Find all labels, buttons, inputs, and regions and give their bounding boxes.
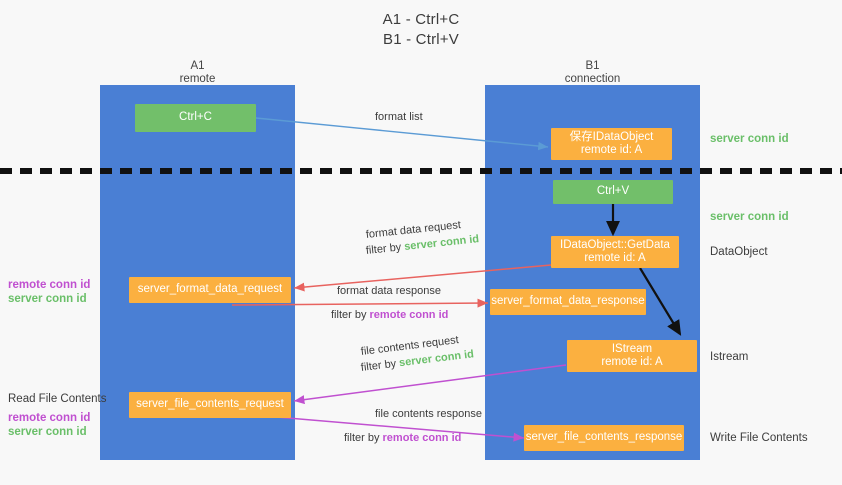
edge-label-file-contents-response-group: file contents response filter by remote … [344, 407, 483, 446]
node-save-idataobject[interactable]: 保存IDataObject remote id: A [551, 128, 672, 160]
node-server-format-data-response-label: server_format_data_response [491, 295, 645, 308]
side-label-server-conn-id-top-text: server conn id [710, 133, 789, 145]
column-header-a1-name: A1 [190, 60, 205, 72]
node-istream-label: IStream [611, 342, 653, 355]
side-label-dataobject-text: DataObject [710, 246, 768, 258]
edge-label-format-list-text: format list [375, 111, 423, 123]
node-server-format-data-request[interactable]: server_format_data_request [129, 277, 291, 303]
side-label-server-conn-id-mid: server conn id [710, 210, 789, 224]
column-header-b1-name: B1 [585, 60, 600, 72]
node-server-file-contents-response-label: server_file_contents_response [525, 431, 683, 444]
edge-label-format-data-request-group: format data request filter by server con… [365, 219, 480, 259]
edge-label-format-data-response-group: format data response filter by remote co… [331, 284, 449, 323]
side-label-server-conn-id-2: server conn id [8, 426, 87, 438]
page-title: A1 - Ctrl+C B1 - Ctrl+V [0, 10, 842, 50]
node-save-idataobject-sub: remote id: A [580, 144, 643, 156]
edge-label-format-data-request-filter-prefix: filter by [365, 241, 405, 257]
side-label-server-conn-id-1: server conn id [8, 293, 87, 305]
side-label-server-conn-id-top: server conn id [710, 132, 789, 146]
node-server-file-contents-request[interactable]: server_file_contents_request [129, 392, 291, 418]
side-label-server-conn-id-mid-text: server conn id [710, 211, 789, 223]
page-title-line1: A1 - Ctrl+C [382, 11, 460, 28]
edge-label-format-data-response: format data response [337, 285, 441, 297]
side-label-remote-conn-id-2: remote conn id [8, 412, 91, 424]
edge-label-file-contents-request-filter-prefix: filter by [360, 357, 400, 374]
side-label-istream-text: Istream [710, 351, 749, 363]
column-header-a1-sub: remote [179, 73, 216, 85]
side-label-write-file-contents: Write File Contents [710, 431, 808, 445]
side-label-conn-ids-top: remote conn id server conn id [8, 278, 90, 306]
node-server-file-contents-request-label: server_file_contents_request [136, 398, 284, 411]
column-header-b1: B1 connection [485, 60, 700, 86]
edge-label-file-contents-request-group: file contents request filter by server c… [360, 334, 475, 376]
side-label-dataobject: DataObject [710, 245, 768, 259]
side-label-write-file-contents-text: Write File Contents [710, 432, 808, 444]
edge-label-format-data-response-filter-key: remote conn id [369, 309, 449, 321]
edge-label-format-list: format list [375, 110, 423, 125]
node-idataobject-getdata-sub: remote id: A [584, 252, 646, 264]
edge-label-file-contents-response-filter-prefix: filter by [344, 432, 383, 444]
side-label-read-file-contents-text: Read File Contents [8, 393, 107, 405]
page-title-line2: B1 - Ctrl+V [383, 31, 459, 48]
node-istream[interactable]: IStream remote id: A [567, 340, 697, 372]
side-label-conn-ids-bottom: remote conn id server conn id [8, 411, 90, 439]
node-idataobject-getdata-label: IDataObject::GetData [560, 238, 670, 251]
node-ctrl-c-label: Ctrl+C [179, 111, 212, 124]
node-istream-sub: remote id: A [601, 356, 663, 368]
side-label-remote-conn-id-1: remote conn id [8, 279, 91, 291]
edge-label-file-contents-response-filter-key: remote conn id [382, 432, 462, 444]
node-save-idataobject-label: 保存IDataObject [569, 130, 654, 143]
phase-divider [0, 168, 842, 174]
node-ctrl-v-label: Ctrl+V [596, 185, 630, 198]
node-ctrl-c[interactable]: Ctrl+C [135, 104, 256, 132]
column-header-b1-sub: connection [564, 73, 621, 85]
column-header-a1: A1 remote [100, 60, 295, 86]
side-label-read-file-contents: Read File Contents [8, 392, 106, 406]
node-ctrl-v[interactable]: Ctrl+V [553, 180, 673, 204]
node-server-file-contents-response[interactable]: server_file_contents_response [524, 425, 684, 451]
node-server-format-data-response[interactable]: server_format_data_response [490, 289, 646, 315]
edge-label-format-data-response-filter-prefix: filter by [331, 309, 370, 321]
node-server-format-data-request-label: server_format_data_request [137, 283, 283, 296]
edge-label-file-contents-response: file contents response [375, 408, 483, 420]
node-idataobject-getdata[interactable]: IDataObject::GetData remote id: A [551, 236, 679, 268]
side-label-istream: Istream [710, 350, 748, 364]
